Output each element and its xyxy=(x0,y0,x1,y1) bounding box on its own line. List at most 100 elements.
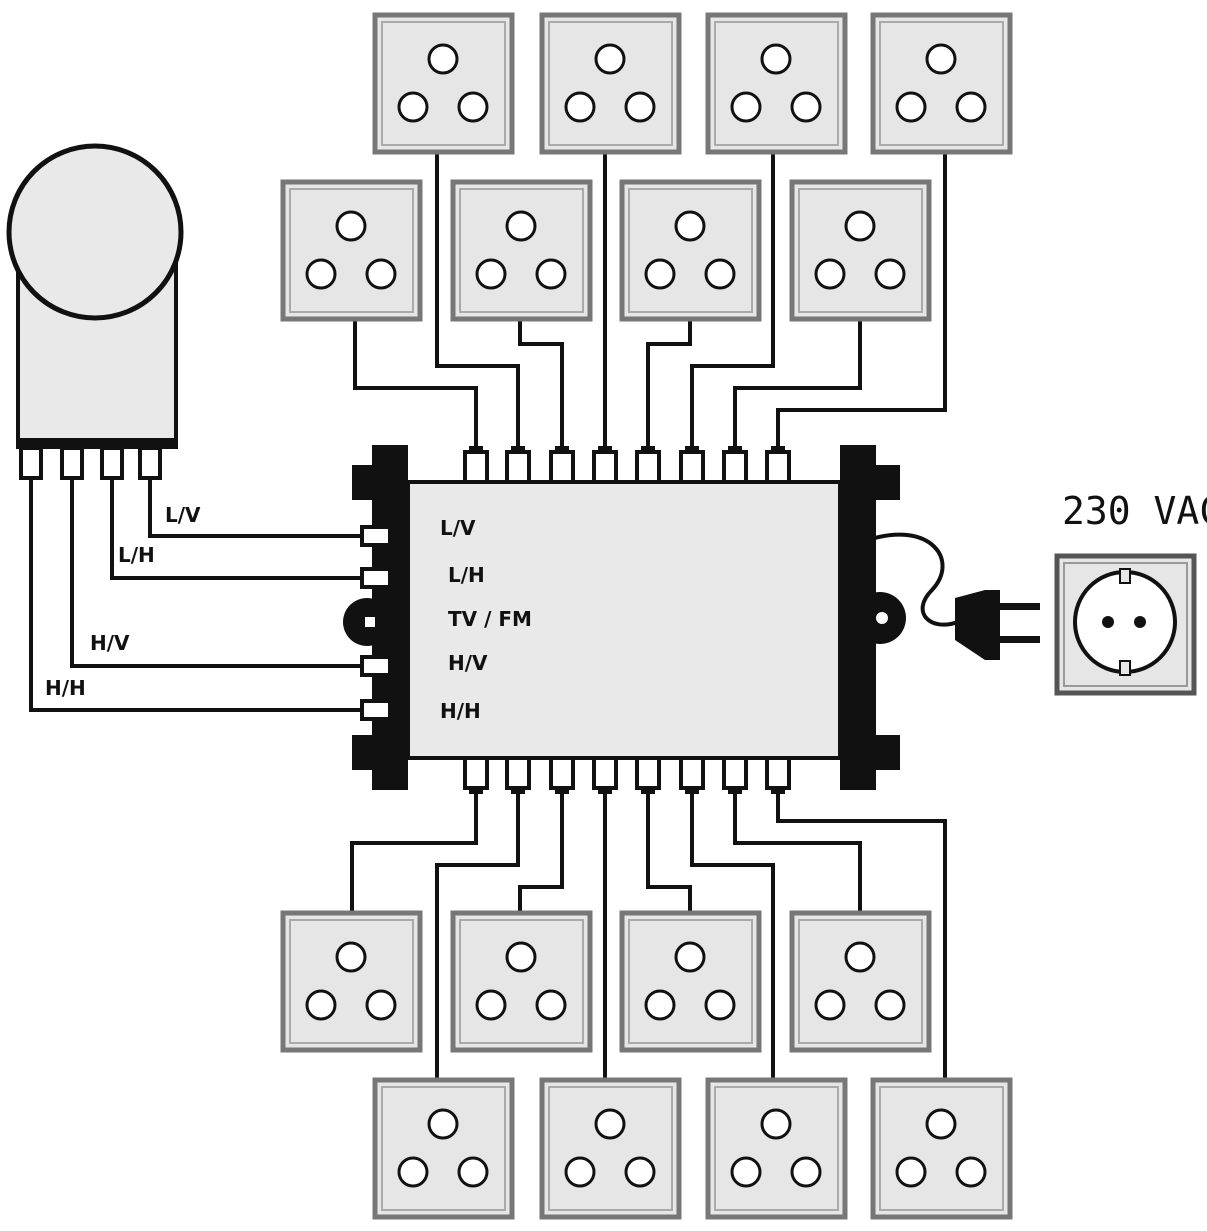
outlet-plate xyxy=(870,12,1013,155)
outlet-socket-hole xyxy=(674,941,706,973)
top-port-tip xyxy=(598,446,612,454)
input-port xyxy=(360,525,392,547)
outlet-socket-hole xyxy=(895,91,927,123)
top-output-port xyxy=(592,450,618,484)
bottom-port-tip xyxy=(555,786,569,794)
outlet-socket-hole xyxy=(874,989,906,1021)
antenna-outlet xyxy=(870,1077,1013,1220)
bottom-port-tip xyxy=(641,786,655,794)
outlet-socket-hole xyxy=(624,91,656,123)
wire-top-3 xyxy=(518,319,564,446)
top-port-tip xyxy=(728,446,742,454)
outlet-socket-hole xyxy=(674,210,706,242)
top-output-port xyxy=(463,450,489,484)
bottom-output-port xyxy=(765,756,791,790)
outlet-socket-hole xyxy=(365,258,397,290)
antenna-outlet xyxy=(539,12,682,155)
antenna-outlet xyxy=(789,179,932,322)
wire-top-8 xyxy=(776,152,947,446)
bottom-output-port xyxy=(463,756,489,790)
outlet-socket-hole xyxy=(505,210,537,242)
outlet-plate xyxy=(539,1077,682,1220)
antenna-outlet xyxy=(539,1077,682,1220)
multiswitch-bottom-outputs xyxy=(463,756,791,794)
outlet-socket-hole xyxy=(925,1108,957,1140)
outlet-plate xyxy=(619,179,762,322)
outlet-plate-inner xyxy=(714,21,839,146)
bottom-output-port xyxy=(635,756,661,790)
wire-bottom-6 xyxy=(690,794,775,1080)
antenna-outlet xyxy=(450,179,593,322)
outlet-socket-hole xyxy=(790,1156,822,1188)
outlet-socket-hole xyxy=(505,941,537,973)
bottom-port-tip xyxy=(598,786,612,794)
outlet-socket-hole xyxy=(427,43,459,75)
outlet-plate-inner xyxy=(289,919,414,1044)
outlet-plate xyxy=(870,1077,1013,1220)
lnb-label-hh: H/H xyxy=(45,676,86,700)
bottom-port-tip xyxy=(511,786,525,794)
outlet-plate-inner xyxy=(628,188,753,313)
antenna-outlet xyxy=(280,179,423,322)
outlet-plate xyxy=(280,179,423,322)
outlet-socket-hole xyxy=(644,258,676,290)
outlet-socket-hole xyxy=(535,989,567,1021)
wire-top-5 xyxy=(646,319,692,446)
bottom-output-port xyxy=(679,756,705,790)
multiswitch-inputs xyxy=(360,525,392,721)
bottom-port-tip xyxy=(728,786,742,794)
input-port xyxy=(360,567,392,589)
outlet-socket-hole xyxy=(895,1156,927,1188)
outlet-plate xyxy=(539,12,682,155)
antenna-outlet xyxy=(705,1077,848,1220)
outlet-socket-hole xyxy=(457,91,489,123)
outlet-socket-hole xyxy=(365,989,397,1021)
lnb-label-lv: L/V xyxy=(165,503,201,527)
bottom-port-tip xyxy=(685,786,699,794)
outlet-socket-hole xyxy=(427,1108,459,1140)
wire-lh xyxy=(110,478,362,580)
outlet-plate-inner xyxy=(714,1086,839,1211)
outlet-plate xyxy=(705,1077,848,1220)
antenna-outlet xyxy=(870,12,1013,155)
lnb-output-port xyxy=(19,446,43,480)
input-label-hv: H/V xyxy=(448,651,488,675)
outlet-socket-hole xyxy=(814,258,846,290)
input-port xyxy=(360,699,392,721)
outlet-plate xyxy=(372,12,515,155)
outlet-plate-inner xyxy=(381,1086,506,1211)
outlet-plate xyxy=(372,1077,515,1220)
outlet-plate xyxy=(280,910,423,1053)
top-port-tip xyxy=(555,446,569,454)
outlet-socket-hole xyxy=(335,210,367,242)
outlet-plate-inner xyxy=(798,188,923,313)
top-port-tip xyxy=(641,446,655,454)
bottom-output-port xyxy=(592,756,618,790)
top-output-port xyxy=(722,450,748,484)
wire-top-6 xyxy=(690,152,775,446)
power-plug xyxy=(867,532,1040,660)
bottom-output-port xyxy=(505,756,531,790)
antenna-outlet xyxy=(372,1077,515,1220)
outlet-socket-hole xyxy=(790,91,822,123)
lnb-output-port xyxy=(100,446,124,480)
outlet-plate xyxy=(789,910,932,1053)
outlet-socket-hole xyxy=(925,43,957,75)
outlet-socket-hole xyxy=(594,43,626,75)
top-port-tip xyxy=(469,446,483,454)
outlet-socket-hole xyxy=(730,1156,762,1188)
antenna-outlet xyxy=(280,910,423,1053)
outlet-socket-hole xyxy=(535,258,567,290)
bottom-output-port xyxy=(549,756,575,790)
wire-hh xyxy=(29,478,362,712)
outlet-socket-hole xyxy=(955,91,987,123)
antenna-outlet xyxy=(705,12,848,155)
wire-bottom-8 xyxy=(776,794,947,1080)
outlet-plate-inner xyxy=(548,1086,673,1211)
multiswitch-top-outputs xyxy=(463,446,791,484)
lnb-label-hv: H/V xyxy=(90,631,130,655)
outlet-plate xyxy=(450,910,593,1053)
coax-wires xyxy=(29,152,947,1080)
outlet-socket-hole xyxy=(564,91,596,123)
outlet-plate-inner xyxy=(289,188,414,313)
